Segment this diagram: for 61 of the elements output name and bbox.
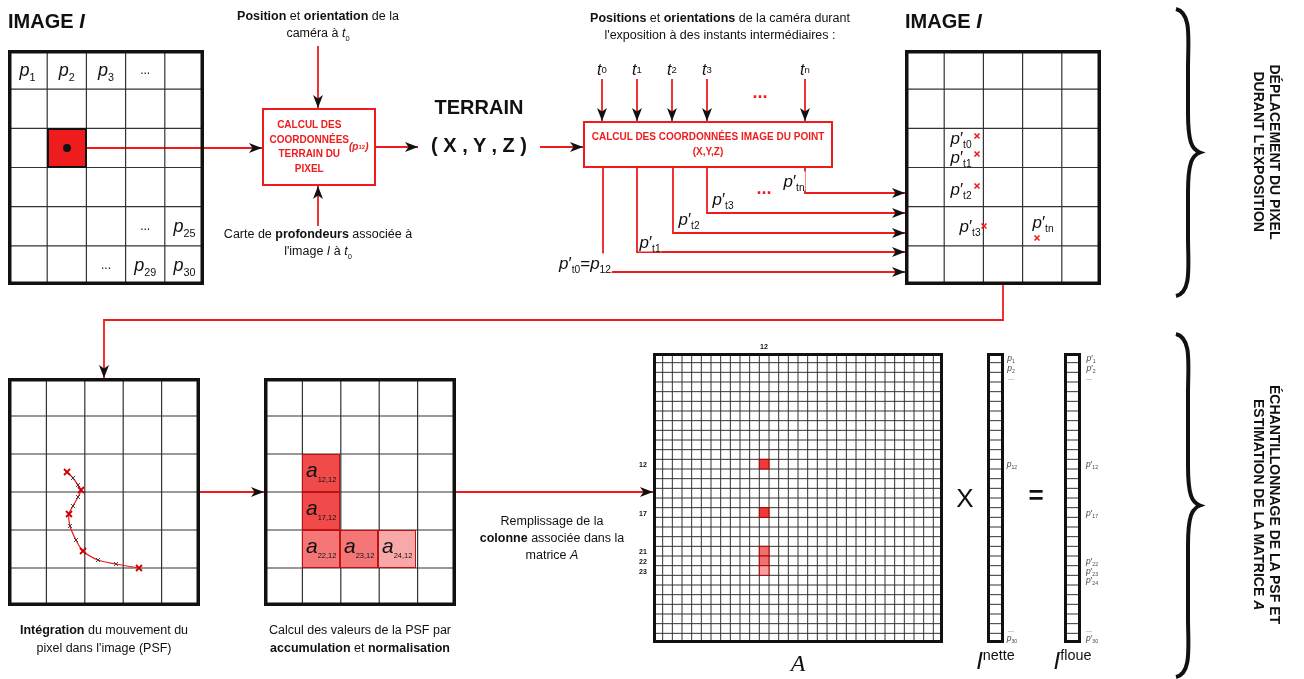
- pixel-label: p$_{2}$: [58, 60, 75, 79]
- arrow: [706, 167, 906, 218]
- vector-entry-label: p$_{30}$: [1006, 633, 1018, 643]
- arrow: [702, 78, 712, 122]
- edge-label: p′$_{tn}$: [782, 171, 806, 191]
- arrow: [99, 284, 1004, 379]
- psf-value-cell: a$_{17,12}$: [302, 492, 340, 530]
- vector-name: I$^{floue}$: [1053, 649, 1092, 673]
- arrow: [539, 142, 584, 152]
- arrow: [672, 167, 906, 238]
- caption-text: Calcul des valeurs de la PSF par accumulation et normalisation: [268, 622, 452, 657]
- psf-value-cell: a$_{22,12}$: [302, 530, 340, 568]
- vector-entry-label: p$_{1}$: [1007, 353, 1015, 363]
- arrow: [597, 78, 607, 122]
- arrow: [602, 167, 906, 277]
- edge-label: p′$_{t0}$=p$_{12}$: [558, 253, 612, 273]
- arrow: [199, 487, 265, 497]
- psf-value-cell: a$_{24,12}$: [378, 530, 416, 568]
- operator-symbol: =: [1028, 482, 1044, 508]
- arrow: [636, 167, 906, 257]
- section-heading: TERRAIN: [434, 96, 524, 119]
- ellipsis: ...: [140, 220, 151, 233]
- arrow: [455, 487, 654, 497]
- pixel-label: p$_{3}$: [98, 60, 114, 79]
- psf-value-cell: a$_{23,12}$: [340, 530, 378, 568]
- pixel-label: p$_{29}$: [134, 256, 157, 275]
- caption-text: Carte de profondeurs associée à l'image I à t$_{0}$: [208, 226, 428, 264]
- pixel-label: p$_{1}$: [19, 60, 36, 79]
- pixel-label: p$_{30}$: [173, 256, 196, 275]
- vector-name: I$^{nette}$: [976, 649, 1015, 673]
- arrow: [375, 142, 419, 152]
- psf-value-cell: a$_{12,12}$: [302, 454, 340, 492]
- arrow: [667, 78, 677, 122]
- position-label: p′$_{t0}$: [950, 129, 972, 147]
- arrow: [313, 45, 323, 109]
- caption-text: Positions et orientations de la caméra durant l'exposition à des instants intermédiaires :: [589, 10, 851, 44]
- position-label: p′$_{t1}$: [950, 148, 972, 166]
- caption-text: Intégration du mouvement du pixel dans l'image (PSF): [18, 622, 190, 657]
- arrow: [313, 185, 323, 227]
- grid-heading: IMAGE I: [8, 10, 85, 33]
- ellipsis: ...: [101, 259, 111, 272]
- ellipsis: ...: [756, 179, 772, 197]
- selected-pixel: [47, 128, 87, 168]
- arrow: [86, 143, 263, 153]
- process-box: CALCUL DES COORDONNÉES IMAGE DU POINT (X,Y,Z): [583, 121, 833, 168]
- ellipsis: ...: [140, 63, 151, 76]
- arrow: [632, 78, 642, 122]
- coordinates-label: ( X , Y , Z ): [431, 134, 527, 157]
- vector-entry-label: p$_{2}$: [1007, 363, 1015, 372]
- position-label: p′$_{t3}$: [959, 217, 981, 235]
- grid-heading: IMAGE I: [905, 10, 982, 33]
- section-title: DÉPLACEMENT DU PIXEL DURANT L'EXPOSITION: [1250, 63, 1284, 242]
- matrix-name: A: [790, 651, 806, 675]
- vector-entry-label: p$_{12}$: [1006, 459, 1018, 469]
- caption-text: Position et orientation de la caméra à t$_{0}$: [223, 8, 413, 46]
- pixel-label: p$_{25}$: [173, 217, 196, 236]
- ellipsis: ...: [752, 83, 768, 101]
- operator-symbol: X: [956, 485, 974, 511]
- position-label: p′$_{t2}$: [950, 180, 972, 198]
- position-label: p′$_{tn}$: [1032, 213, 1054, 231]
- arrow: [800, 78, 810, 122]
